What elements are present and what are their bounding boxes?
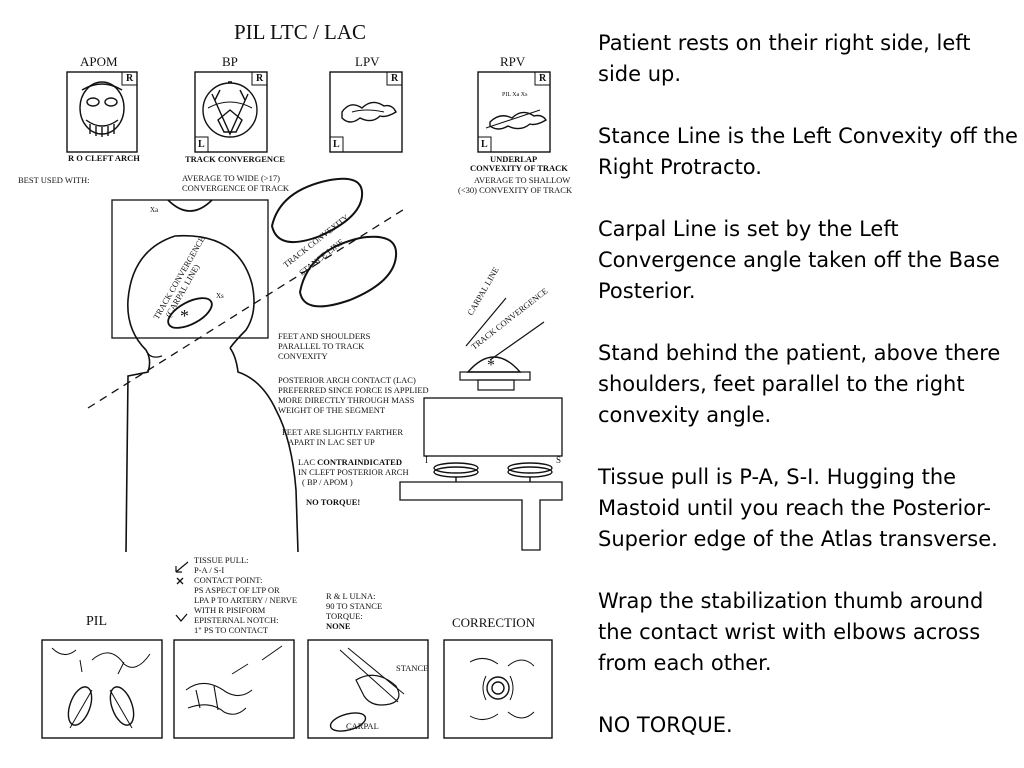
apom-label: APOM xyxy=(80,54,118,69)
avg-shallow-line-1: AVERAGE TO SHALLOW xyxy=(474,175,571,185)
instruction-4: Stand behind the patient, above there sh… xyxy=(598,341,1001,427)
instruction-3: Carpal Line is set by the Left Convergen… xyxy=(598,217,1000,303)
pac-note-1: POSTERIOR ARCH CONTACT (LAC) xyxy=(278,375,416,385)
lac-note-prefix: LAC xyxy=(298,457,318,467)
contact-frame xyxy=(173,639,295,739)
avg-wide-line-2: CONVERGENCE OF TRACK xyxy=(182,183,290,193)
rpv-side2-label: L xyxy=(481,139,488,150)
rpv-caption: UNDERLAP xyxy=(490,154,538,164)
track-convexity-oval xyxy=(270,177,364,243)
rpv-view xyxy=(477,71,551,153)
lpv-side2-label: L xyxy=(333,139,340,150)
instruction-7: NO TORQUE. xyxy=(598,713,733,737)
ulna-line-2: 90 TO STANCE xyxy=(326,601,383,611)
xs-label: Xs xyxy=(216,292,224,300)
ulna-line-1: R & L ULNA: xyxy=(326,591,376,601)
apom-view xyxy=(66,71,138,153)
correction-label: CORRECTION xyxy=(452,615,536,630)
bp-view xyxy=(194,71,268,153)
rpv-caption-2: CONVEXITY OF TRACK xyxy=(470,163,568,173)
pil-frame xyxy=(41,639,163,739)
legend-tissue-1: TISSUE PULL: xyxy=(194,555,249,565)
legend-contact-3: LPA P TO ARTERY / NERVE xyxy=(194,595,298,605)
patient-silhouette xyxy=(125,234,299,553)
table-s-label: S xyxy=(556,455,562,465)
instructions-panel: Patient rests on their right side, left … xyxy=(598,28,1018,741)
stance-line-oval xyxy=(298,235,398,308)
legend-contact-1: CONTACT POINT: xyxy=(194,575,263,585)
ulna-line-4: NONE xyxy=(326,621,351,631)
pac-note-2: PREFERRED SINCE FORCE IS APPLIED xyxy=(278,385,429,395)
pac-note-3: MORE DIRECTLY THROUGH MASS xyxy=(278,395,415,405)
pac-note-4: WEIGHT OF THE SEGMENT xyxy=(278,405,386,415)
atlas-star: * xyxy=(487,357,495,374)
carpal-line-label: CARPAL LINE xyxy=(465,265,501,317)
feet-note-1: FEET AND SHOULDERS xyxy=(278,331,371,341)
avg-wide-line-1: AVERAGE TO WIDE (>17) xyxy=(182,173,280,183)
bp-side-label: R xyxy=(256,73,264,84)
lac-contraindicated: CONTRAINDICATED xyxy=(317,457,402,467)
instruction-1: Patient rests on their right side, left … xyxy=(598,31,971,86)
legend-contact-4: WITH R PISIFORM xyxy=(194,605,266,615)
carpal-small-label: CARPAL xyxy=(346,721,379,731)
table-headpiece xyxy=(423,397,563,457)
lac-note-1: LAC CONTRAINDICATED xyxy=(298,457,402,468)
instruction-5: Tissue pull is P-A, S-I. Hugging the Mas… xyxy=(598,465,998,551)
rpv-side-label: R xyxy=(539,73,547,84)
legend-contact-2: PS ASPECT OF LTP OR xyxy=(194,585,280,595)
lpv-side-label: R xyxy=(391,73,399,84)
diagram-title: PIL LTC / LAC xyxy=(234,20,367,44)
xa-label: Xa xyxy=(150,206,159,214)
lac-note-3: ( BP / APOM ) xyxy=(302,477,353,487)
instruction-2: Stance Line is the Left Convexity off th… xyxy=(598,124,1018,179)
apom-caption: R O CLEFT ARCH xyxy=(68,153,140,163)
ulna-frame xyxy=(307,639,429,739)
ulna-line-3: TORQUE: xyxy=(326,611,363,621)
no-torque-note: NO TORQUE! xyxy=(306,497,361,507)
bp-label: BP xyxy=(222,54,238,69)
stance-small-label: STANCE xyxy=(396,663,429,673)
legend-episternal-2: 1" PS TO CONTACT xyxy=(194,625,269,635)
apom-side-label: R xyxy=(126,73,134,84)
lpv-label: LPV xyxy=(355,54,380,69)
rpv-inner-label: PIL Xa Xs xyxy=(502,92,528,98)
feet-note-2: PARALLEL TO TRACK xyxy=(278,341,365,351)
lpv-view xyxy=(329,71,403,153)
farther-note-1: FEET ARE SLIGHTLY FARTHER xyxy=(282,427,404,437)
legend-tissue-2: P-A / S-I xyxy=(194,565,225,575)
contact-star: * xyxy=(180,306,189,326)
rpv-label: RPV xyxy=(500,54,526,69)
bp-side2-label: L xyxy=(198,139,205,150)
bp-caption: TRACK CONVERGENCE xyxy=(185,154,285,164)
stance-dashed-line xyxy=(87,207,407,409)
legend-episternal-1: EPISTERNAL NOTCH: xyxy=(194,615,279,625)
lac-note-2: IN CLEFT POSTERIOR ARCH xyxy=(298,467,409,477)
avg-shallow-line-2: (<30) CONVEXITY OF TRACK xyxy=(458,185,573,195)
farther-note-2: APART IN LAC SET UP xyxy=(288,437,375,447)
feet-note-3: CONVEXITY xyxy=(278,351,328,361)
table-i-label: I xyxy=(425,455,428,465)
instruction-6: Wrap the stabilization thumb around the … xyxy=(598,589,984,675)
contact-oval xyxy=(167,297,213,329)
correction-frame xyxy=(443,639,553,739)
pil-label: PIL xyxy=(86,614,107,629)
best-used-with: BEST USED WITH: xyxy=(18,175,90,185)
